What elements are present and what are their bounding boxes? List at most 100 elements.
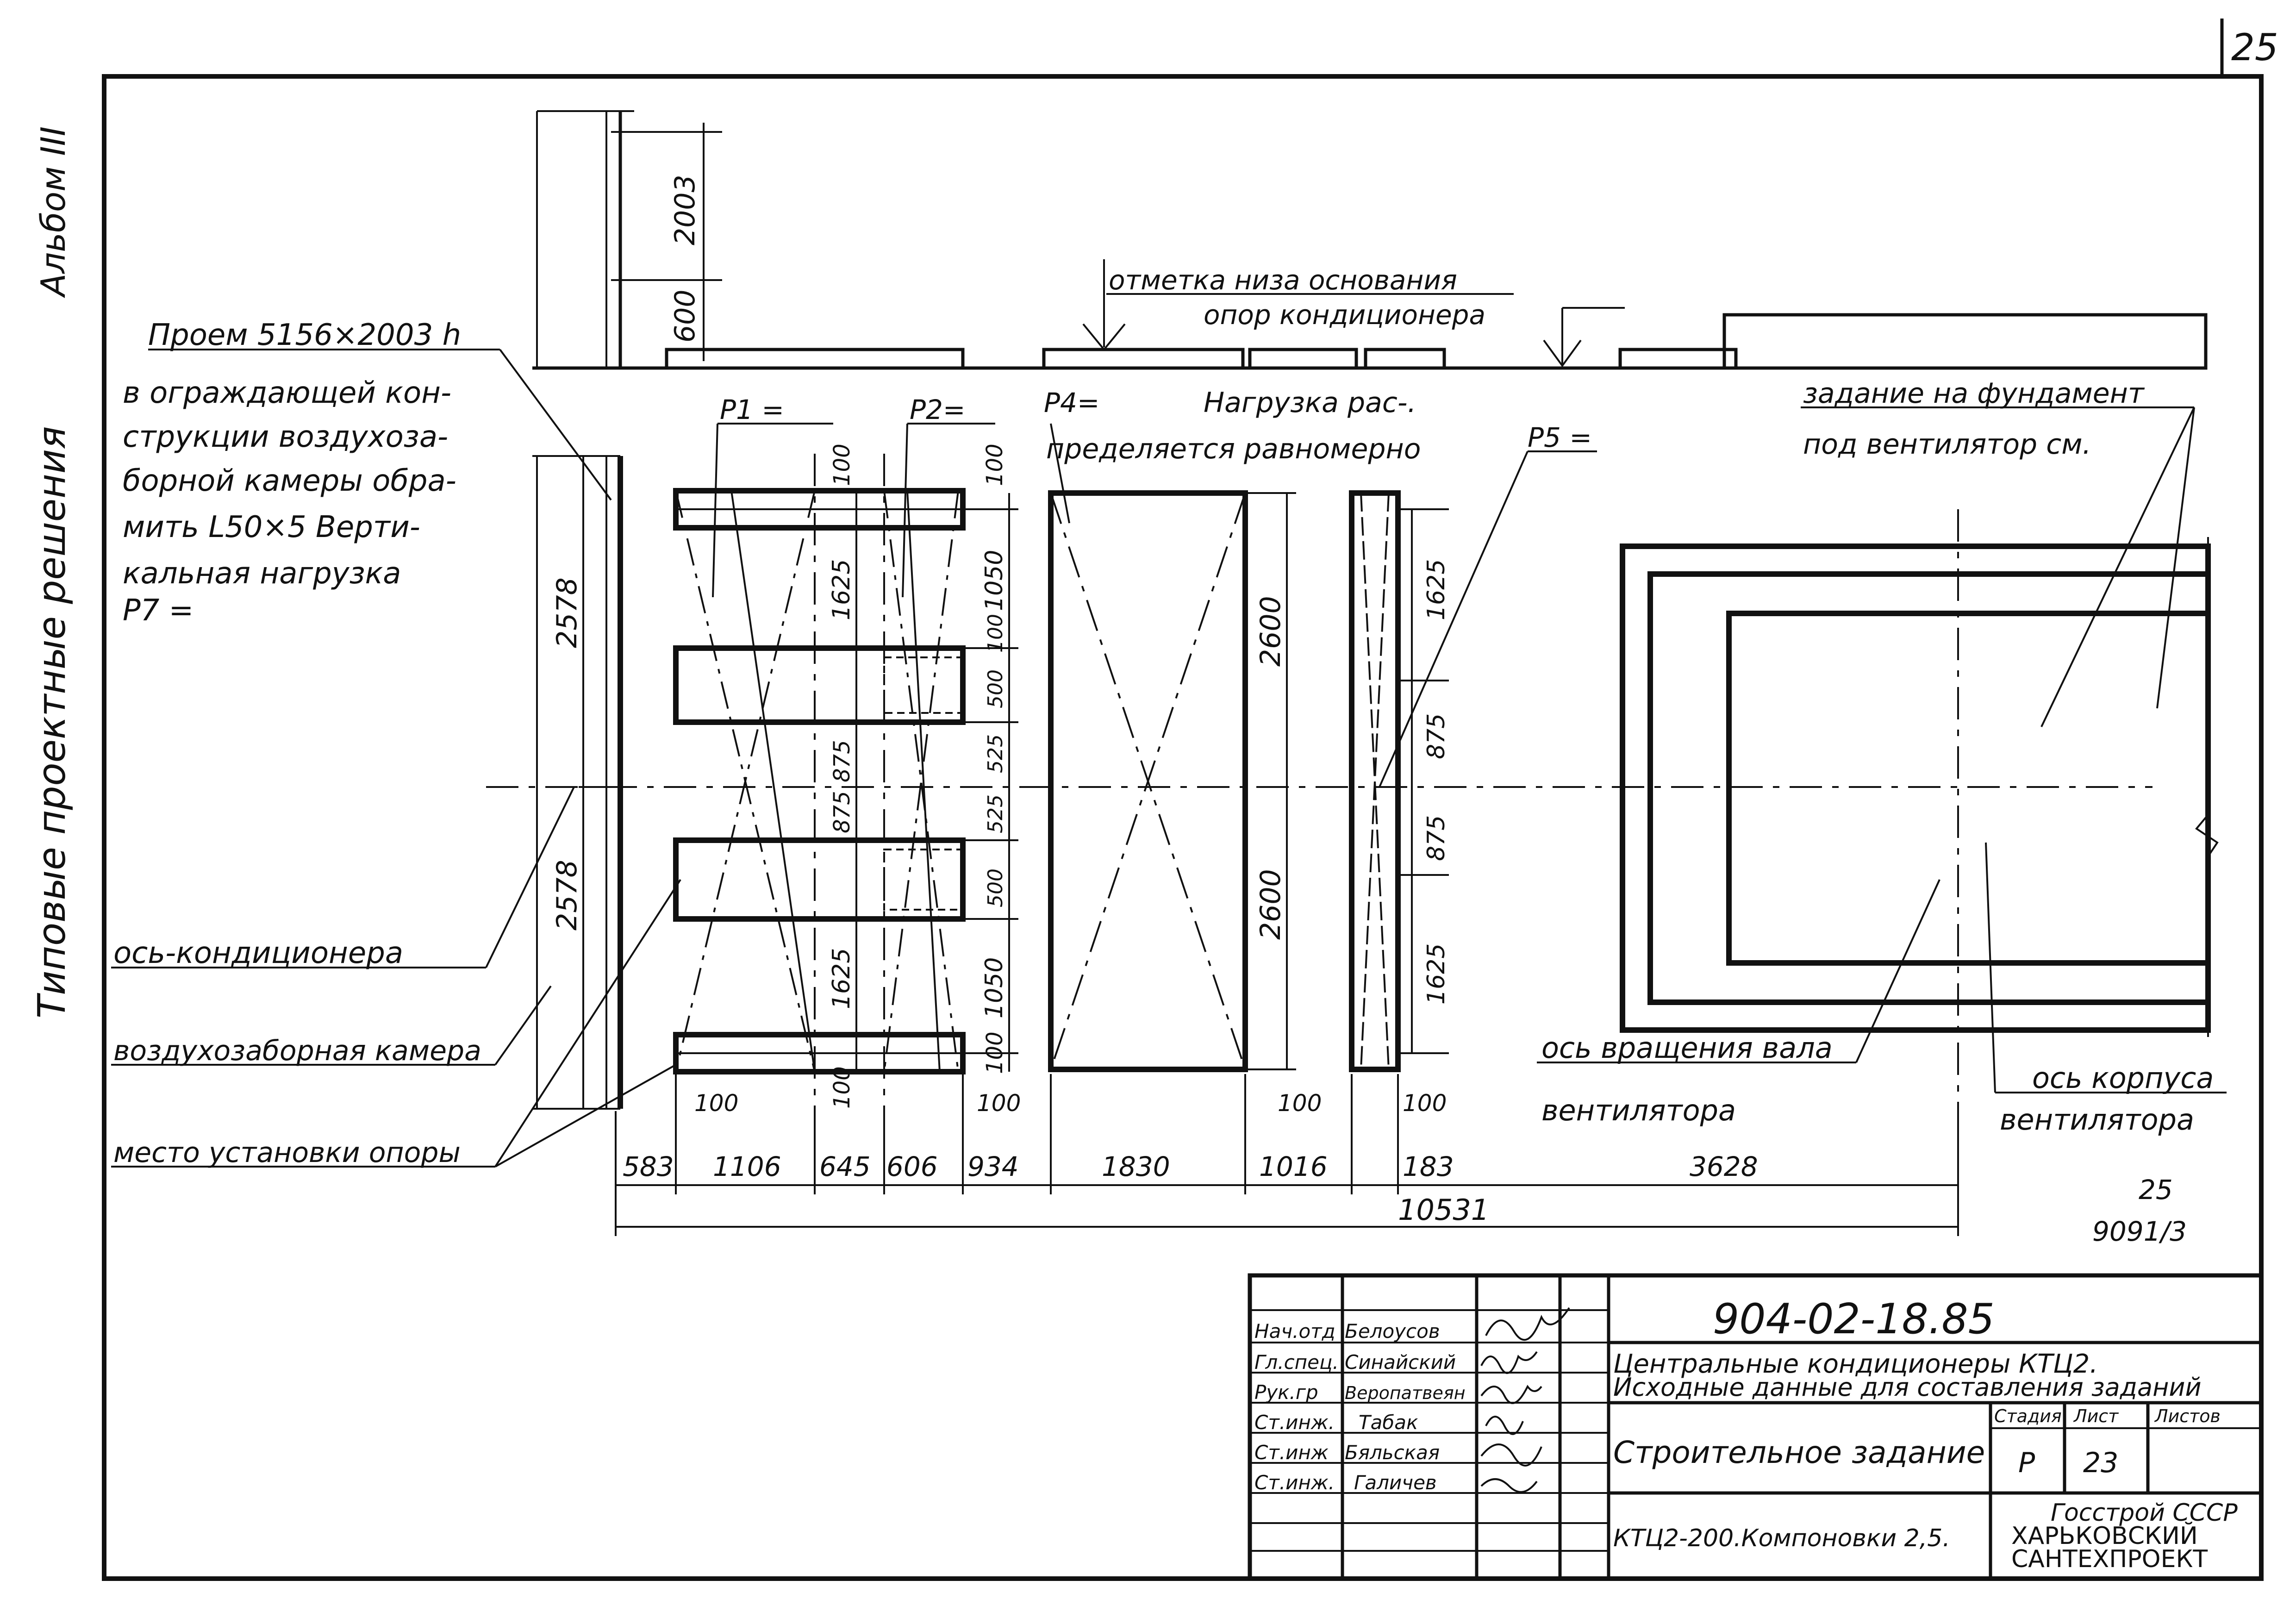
load-p2: P2=	[910, 394, 965, 425]
dim-h-645: 645	[819, 1151, 871, 1182]
load-p4-note-1: Нагрузка рас-.	[1204, 387, 1416, 419]
load-p4: P4=	[1044, 387, 1099, 418]
load-p4-note-2: пределяется равномерно	[1046, 433, 1421, 465]
margin-album: Альбом III	[34, 126, 73, 298]
dim-2600-b: 2600	[1254, 869, 1287, 940]
tb-col-stage: Стадия	[1994, 1406, 2062, 1426]
title-block	[1248, 1273, 2264, 1581]
dim-1050-b: 1050	[980, 957, 1008, 1018]
dim-100-i: 100	[1403, 1090, 1447, 1117]
tb-name-6: Галичев	[1354, 1471, 1437, 1494]
dim-100-d: 100	[984, 614, 1007, 653]
dim-875-a: 875	[829, 740, 855, 782]
signatures	[1480, 1307, 1570, 1493]
dim-h-183: 183	[1403, 1151, 1454, 1182]
dim-2600-a: 2600	[1254, 596, 1287, 667]
foundation-note-1: задание на фундамент	[1803, 377, 2145, 410]
dim-875-c: 875	[1423, 713, 1450, 759]
dim-100-f: 100	[694, 1090, 738, 1117]
stamp-top: 25	[2139, 1174, 2173, 1206]
case-axis-label-1: ось корпуса	[2032, 1061, 2214, 1095]
page-number: 25	[2231, 26, 2278, 69]
dim-2003: 2003	[669, 175, 701, 245]
opening-line-1: Проем 5156×2003 h	[148, 318, 461, 352]
dim-1625-d: 1625	[1423, 943, 1450, 1005]
dim-h-583: 583	[623, 1151, 674, 1182]
tb-role-6: Ст.инж.	[1254, 1471, 1335, 1494]
dim-525-a: 525	[984, 734, 1007, 773]
tb-name-1: Белоусов	[1345, 1320, 1440, 1343]
tb-role-1: Нач.отд	[1254, 1320, 1335, 1343]
case-axis-label-2: вентилятора	[2000, 1103, 2194, 1137]
tb-org-1: Госстрой СССР	[2051, 1499, 2238, 1527]
dim-1625-a: 1625	[828, 559, 855, 620]
load-p1: P1 =	[720, 394, 784, 425]
plan-view	[486, 454, 2219, 1236]
margin-series: Типовые проектные решения	[30, 426, 74, 1018]
tb-section: Строительное задание	[1613, 1435, 1985, 1470]
dim-100-a: 100	[829, 443, 855, 486]
elevation-view: 2003 600	[532, 110, 2208, 370]
dim-100-b: 100	[829, 1066, 855, 1109]
axis-conditioner-label: ось-кондиционера	[113, 936, 403, 970]
dim-1625-b: 1625	[828, 948, 855, 1009]
tb-sheet-no: 23	[2083, 1447, 2118, 1479]
tb-role-3: Рук.гр	[1254, 1381, 1318, 1404]
leader-lines	[111, 349, 2227, 1168]
dim-100-e: 100	[982, 1031, 1008, 1074]
shaft-axis-label-1: ось вращения вала	[1541, 1031, 1833, 1065]
air-chamber-label: воздухозаборная камера	[113, 1035, 481, 1067]
tb-org-3: САНТЕХПРОЕКТ	[2011, 1545, 2208, 1573]
load-p5: P5 =	[1528, 422, 1592, 453]
dim-h-3628: 3628	[1690, 1151, 1758, 1182]
support-place-label: место установки опоры	[113, 1137, 461, 1169]
tb-col-sheet: Лист	[2073, 1406, 2119, 1426]
tb-layout: КТЦ2-200.Компоновки 2,5.	[1613, 1524, 1950, 1552]
dim-875-b: 875	[829, 791, 855, 833]
shaft-axis-label-2: вентилятора	[1541, 1093, 1736, 1127]
tb-code: 904-02-18.85	[1713, 1295, 1995, 1343]
opening-line-7: P7 =	[123, 593, 193, 628]
dim-2578-bottom: 2578	[551, 860, 583, 931]
foundation-note-2: под вентилятор см.	[1803, 428, 2091, 461]
dim-h-934: 934	[967, 1151, 1019, 1182]
tb-title-1: Центральные кондиционеры КТЦ2.	[1613, 1349, 2098, 1379]
tb-title-2: Исходные данные для составления заданий	[1613, 1373, 2202, 1402]
tb-name-5: Бяльская	[1345, 1441, 1440, 1464]
dim-525-b: 525	[984, 794, 1007, 833]
sheet-frame	[102, 74, 2264, 1581]
dim-1050-a: 1050	[980, 550, 1008, 611]
dim-500-b: 500	[984, 868, 1007, 907]
dim-h-1106: 1106	[713, 1151, 781, 1182]
dim-h-606: 606	[886, 1151, 938, 1182]
opening-line-2: в ограждающей кон-	[123, 376, 451, 410]
opening-line-5: мить L50×5 Верти-	[123, 510, 420, 544]
tb-role-4: Ст.инж.	[1254, 1411, 1335, 1434]
tb-role-2: Гл.спец.	[1254, 1351, 1339, 1374]
dim-2578-top: 2578	[551, 577, 583, 648]
dim-100-c: 100	[982, 443, 1008, 486]
dim-total: 10531	[1398, 1193, 1489, 1227]
tb-name-3: Веропатвеян	[1345, 1383, 1466, 1403]
tb-name-4: Табак	[1359, 1411, 1418, 1434]
stamp-bottom: 9091/3	[2092, 1216, 2187, 1247]
dim-1625-c: 1625	[1423, 559, 1450, 620]
tb-org-2: ХАРЬКОВСКИЙ	[2011, 1522, 2198, 1550]
dim-875-d: 875	[1423, 815, 1450, 861]
dim-100-h: 100	[1278, 1090, 1322, 1117]
opening-line-3: струкции воздухоза-	[123, 420, 448, 454]
opening-line-6: кальная нагрузка	[123, 556, 401, 591]
tb-role-5: Ст.инж	[1254, 1441, 1329, 1464]
elevation-note-2: опор кондиционера	[1204, 299, 1485, 331]
dim-100-g: 100	[977, 1090, 1021, 1117]
dim-500-a: 500	[984, 669, 1007, 708]
tb-col-sheets: Листов	[2154, 1406, 2221, 1426]
dim-h-1016: 1016	[1259, 1151, 1328, 1182]
elevation-note-1: отметка низа основания	[1109, 264, 1457, 296]
tb-name-2: Синайский	[1345, 1351, 1456, 1374]
dim-h-1830: 1830	[1102, 1151, 1170, 1182]
opening-line-4: борной камеры обра-	[123, 464, 456, 498]
tb-stage: Р	[2018, 1447, 2035, 1479]
dim-600: 600	[669, 289, 701, 343]
